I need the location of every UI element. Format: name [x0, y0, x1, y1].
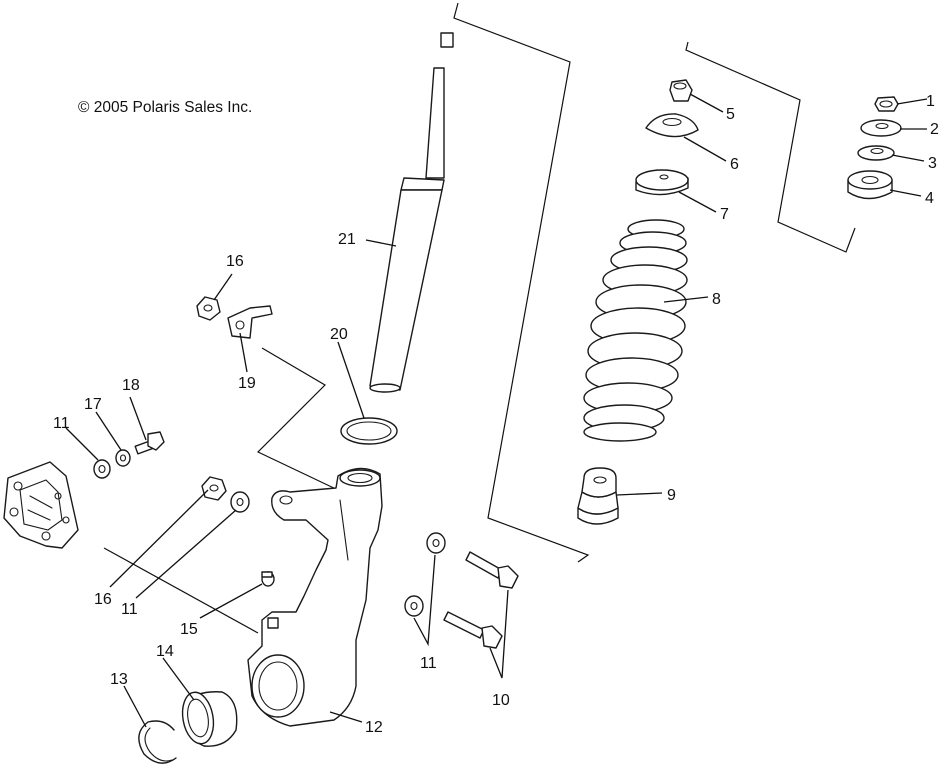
callout-21: 21: [338, 231, 356, 248]
part-21-strut-cartridge: [369, 32, 454, 393]
callout-16-top: 16: [226, 253, 244, 270]
part-11-washer-a: [93, 459, 111, 479]
part-4-mount-bushing: [847, 170, 893, 200]
callout-15: 15: [180, 621, 198, 638]
part-10-bolt-lower: [443, 611, 503, 649]
callout-5: 5: [726, 106, 735, 123]
part-16-nut-upper: [196, 296, 221, 321]
callout-17: 17: [84, 396, 102, 413]
callout-12: 12: [365, 719, 383, 736]
part-11-washer-c: [426, 532, 446, 554]
copyright-notice: © 2005 Polaris Sales Inc.: [78, 99, 252, 116]
part-8-coil-spring: [583, 219, 688, 442]
callout-11-top: 11: [53, 415, 70, 432]
part-16-nut-lower: [201, 476, 227, 501]
callout-7: 7: [720, 206, 729, 223]
callout-13: 13: [110, 671, 128, 688]
part-11-washer-b: [230, 491, 250, 513]
part-18-bolt: [134, 431, 165, 455]
part-14-bearing: [181, 691, 238, 747]
part-2-washer: [860, 119, 902, 137]
leader-lines: [65, 93, 928, 728]
callout-19: 19: [238, 375, 256, 392]
part-13-snap-ring: [138, 720, 177, 764]
part-12-steering-knuckle: [247, 467, 383, 727]
part-15-grease-fitting: [261, 571, 275, 587]
brake-caliper: [3, 461, 79, 549]
part-10-bolt-upper: [465, 551, 519, 589]
callout-2: 2: [930, 121, 939, 138]
part-3-washer: [857, 145, 895, 161]
part-20-o-ring: [340, 417, 398, 445]
callout-11-right: 11: [420, 655, 437, 672]
part-1-nut: [874, 96, 899, 112]
part-9-jounce-bumper: [577, 467, 619, 525]
callout-labels: 1 2 3 4 5 6 7 8 9 10 11 11 11 12 13 14 1…: [53, 93, 939, 736]
callout-8: 8: [712, 291, 721, 308]
callout-10: 10: [492, 692, 510, 709]
callout-4: 4: [925, 190, 934, 207]
part-7-spring-seat: [635, 169, 689, 196]
callout-1: 1: [926, 93, 935, 110]
callout-14: 14: [156, 643, 174, 660]
callout-9: 9: [667, 487, 676, 504]
callout-3: 3: [928, 155, 937, 172]
callout-16-bottom: 16: [94, 591, 112, 608]
callout-18: 18: [122, 377, 140, 394]
callout-20: 20: [330, 326, 348, 343]
callout-6: 6: [730, 156, 739, 173]
part-6-spring-retainer: [645, 113, 699, 138]
part-17-washer: [115, 449, 131, 467]
assembly-boundary-lines: [103, 2, 856, 634]
callout-11-mid: 11: [121, 601, 138, 618]
part-5-nut: [669, 79, 693, 102]
part-19-clip-bracket: [227, 305, 273, 339]
part-11-washer-d: [404, 595, 424, 617]
